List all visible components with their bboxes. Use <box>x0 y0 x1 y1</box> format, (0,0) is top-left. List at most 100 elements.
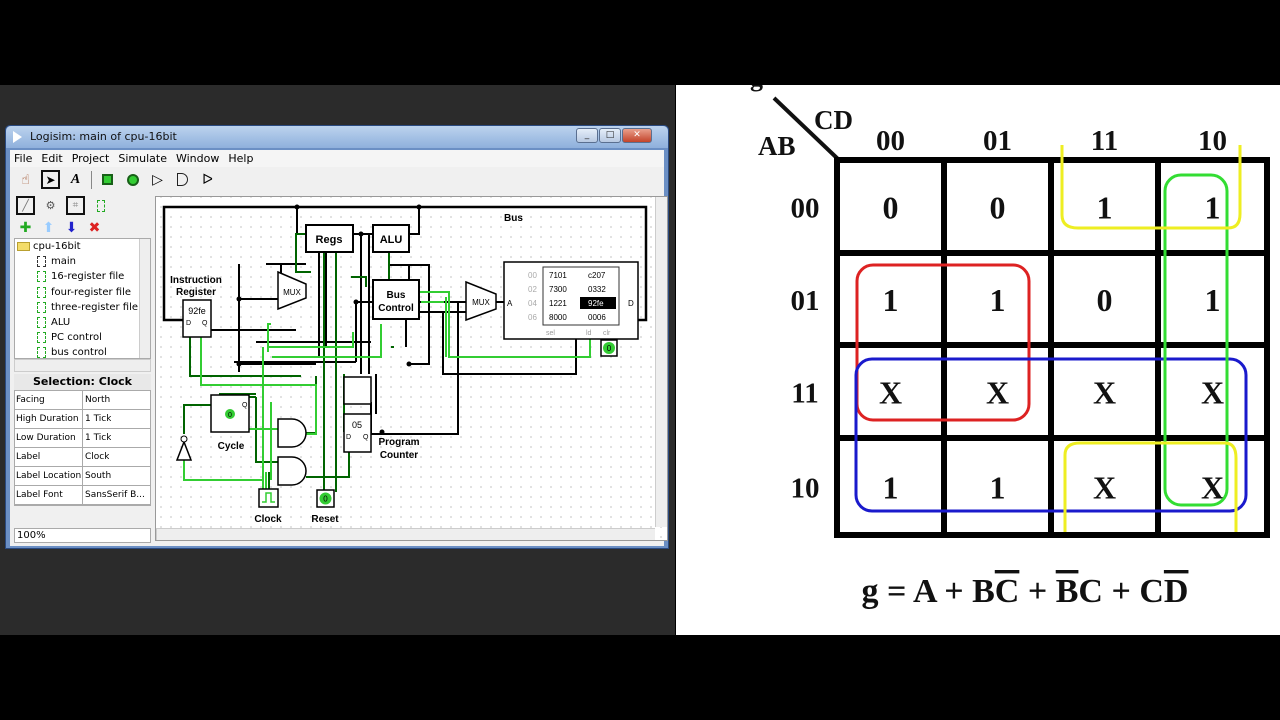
tree-item-main[interactable]: main <box>15 254 150 269</box>
kmap-cell: X <box>1093 470 1116 506</box>
move-up-icon[interactable]: ⬆ <box>42 219 55 236</box>
move-down-icon[interactable]: ⬇ <box>65 219 78 236</box>
attribute-value[interactable]: South <box>85 471 112 481</box>
kmap-row-label: 11 <box>791 378 818 410</box>
select-arrow-icon[interactable]: ➤ <box>41 170 60 189</box>
circuit-icon <box>37 347 46 358</box>
layout-edit-icon[interactable]: ⌗ <box>66 196 85 215</box>
ram-clr-pin: clr <box>603 330 611 337</box>
clock-wave-icon <box>262 492 275 503</box>
edit-tools-icon[interactable]: ╱ <box>16 196 35 215</box>
bus-control-component[interactable]: Bus Control <box>372 279 420 320</box>
add-circuit-icon[interactable]: ✚ <box>19 219 32 236</box>
selection-header: Selection: Clock <box>14 374 151 390</box>
ram-value: 0332 <box>588 285 606 294</box>
instruction-register[interactable]: 92fe D Q <box>182 299 212 338</box>
maximize-button[interactable]: □ <box>599 128 621 143</box>
alu-component[interactable]: ALU <box>372 224 410 253</box>
minimize-button[interactable]: _ <box>576 128 598 143</box>
zoom-field[interactable]: 100% <box>14 528 151 543</box>
tree-horizontal-scrollbar[interactable] <box>14 359 151 372</box>
kmap-panel: g AB CD 000111100001111000111101XXXX11XX… <box>676 85 1280 635</box>
delete-circuit-icon[interactable]: ✖ <box>88 219 101 236</box>
kmap-groups <box>854 145 1248 532</box>
menu-project[interactable]: Project <box>71 152 110 165</box>
kmap-cell: X <box>1201 375 1224 411</box>
tree-item-root[interactable]: cpu-16bit <box>15 239 150 254</box>
attribute-key: Facing <box>15 391 83 409</box>
menu-help[interactable]: Help <box>228 152 254 165</box>
or-gate-icon[interactable]: ᐅ <box>202 171 213 188</box>
kmap-output-label: g <box>750 85 763 92</box>
text-tool-icon[interactable]: A <box>70 171 81 187</box>
poke-hand-icon[interactable]: ☝ <box>21 171 30 188</box>
clr-button[interactable]: 0 <box>600 339 618 357</box>
and-gate-icon[interactable] <box>173 170 192 189</box>
tree-item-alu[interactable]: ALU <box>15 315 150 330</box>
reset-button[interactable]: 0 <box>316 489 335 508</box>
tree-item-label: ALU <box>51 316 71 328</box>
mux-2[interactable]: MUX <box>465 280 497 322</box>
window-title: Logisim: main of cpu-16bit <box>30 130 177 143</box>
bus-label: Bus <box>504 213 523 224</box>
title-bar[interactable]: Logisim: main of cpu-16bit _ □ ✕ <box>6 126 668 148</box>
and-gate-2[interactable] <box>277 456 307 486</box>
tree-item-three-register-file[interactable]: three-register file <box>15 300 150 315</box>
attribute-value[interactable]: 1 Tick <box>85 414 112 424</box>
menu-simulate[interactable]: Simulate <box>118 152 167 165</box>
ir-label-line1: Instruction <box>170 275 222 286</box>
karnaugh-map: g AB CD 000111100001111000111101XXXX11XX… <box>750 85 1270 610</box>
tools-toolbar: ☝ ➤ A ▷ ᐅ <box>16 170 217 189</box>
close-button[interactable]: ✕ <box>622 128 652 143</box>
appearance-edit-icon[interactable] <box>91 196 110 215</box>
canvas-vertical-scrollbar[interactable] <box>655 197 667 527</box>
input-pin-icon[interactable] <box>98 170 117 189</box>
tree-item-pc-control[interactable]: PC control <box>15 330 150 345</box>
tree-item-label: bus control <box>51 347 107 359</box>
tree-item-16-register-file[interactable]: 16-register file <box>15 269 150 284</box>
and-gate-1[interactable] <box>277 418 307 448</box>
tree-vertical-scrollbar[interactable] <box>139 239 150 358</box>
kmap-col-label: 11 <box>1091 125 1118 157</box>
folder-icon <box>17 242 30 251</box>
menu-file[interactable]: File <box>14 152 33 165</box>
group-yellow-bottom-loop <box>1063 441 1238 532</box>
clock-component[interactable] <box>258 488 279 508</box>
pc-label-line1: Program <box>378 437 419 448</box>
circuit-icon <box>37 301 46 313</box>
pc-control-component[interactable] <box>343 376 372 405</box>
mux-1[interactable]: MUX <box>277 270 307 311</box>
kmap-row-label: 00 <box>791 193 820 225</box>
not-gate-icon[interactable]: ▷ <box>152 171 163 188</box>
circuit-canvas[interactable]: Regs ALU Bus Instruction Register 92fe D… <box>155 196 669 542</box>
output-pin-icon[interactable] <box>123 170 142 189</box>
kmap-cell: 1 <box>883 470 899 506</box>
attribute-value[interactable]: 1 Tick <box>85 433 112 443</box>
menu-bar: File Edit Project Simulate Window Help <box>10 150 664 167</box>
menu-window[interactable]: Window <box>175 152 220 165</box>
tree-item-bus-control[interactable]: bus control <box>15 345 150 359</box>
kmap-cell: 1 <box>1205 190 1221 226</box>
kmap-col-label: 10 <box>1198 125 1227 157</box>
not-gate[interactable] <box>175 435 193 461</box>
group-blue-loop <box>854 357 1248 513</box>
simulation-tree-icon[interactable]: ⚙ <box>45 199 56 212</box>
cycle-label: Cycle <box>218 441 245 452</box>
canvas-horizontal-scrollbar[interactable] <box>156 528 655 540</box>
attribute-value[interactable]: SansSerif B... <box>85 490 145 500</box>
program-counter-register[interactable]: 05 D Q <box>343 413 372 453</box>
group-red-loop <box>855 263 1031 422</box>
attribute-value[interactable]: North <box>85 395 111 405</box>
cycle-register[interactable]: 0 Q <box>210 394 250 433</box>
attribute-value[interactable]: Clock <box>85 452 110 462</box>
regs-component[interactable]: Regs <box>305 224 354 253</box>
tree-item-four-register-file[interactable]: four-register file <box>15 285 150 300</box>
menu-edit[interactable]: Edit <box>41 152 63 165</box>
